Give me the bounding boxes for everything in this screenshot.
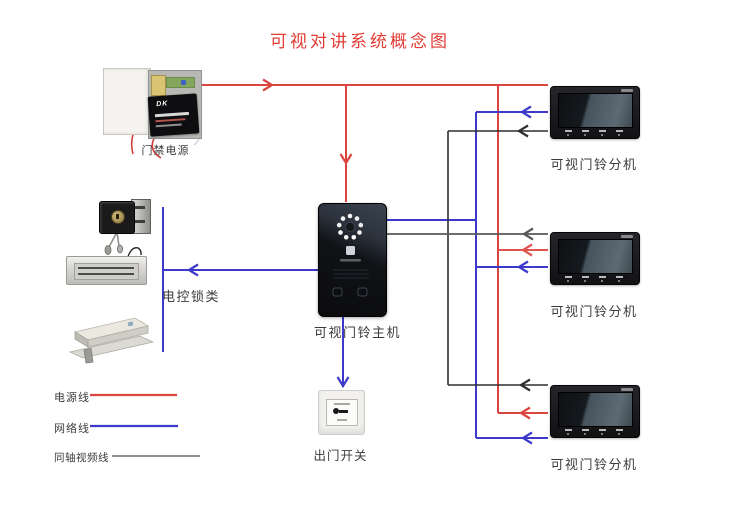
legend-network-label: 网络线 <box>54 423 90 435</box>
door-station-label: 可视门铃主机 <box>313 325 401 340</box>
key-head-icon <box>117 244 124 254</box>
call-button-icon <box>332 287 343 297</box>
rim-lock-strike <box>131 199 151 234</box>
power-supply-out-arrow-icon <box>262 78 275 92</box>
monitor-logo-icon <box>621 235 633 238</box>
rim-lock <box>99 201 135 234</box>
transformer-icon <box>151 75 166 96</box>
monitor-3 <box>550 385 640 438</box>
monitor-logo-icon <box>621 388 633 391</box>
magnetic-lock-face <box>74 263 139 280</box>
maglock-cable-icon <box>127 247 142 258</box>
battery-label-line <box>155 118 186 123</box>
lock-group-label: 电控锁类 <box>162 289 221 304</box>
door-station-face <box>332 213 369 297</box>
page-title: 可视对讲系统概念图 <box>270 32 450 51</box>
battery-label-line <box>154 111 190 118</box>
monitor-2 <box>550 232 640 285</box>
legend-coax-label: 同轴视频线 <box>54 453 109 464</box>
coax-station-to-monitor-2-arrow-icon <box>521 227 534 241</box>
monitor-screen <box>558 93 633 128</box>
network-to-monitor-2-arrow-icon <box>516 260 529 274</box>
station-logo-text <box>340 259 361 262</box>
exit-button <box>318 390 365 435</box>
keyhole-icon <box>111 210 125 224</box>
key-icon <box>333 408 339 414</box>
coax-to-monitor-3-arrow-icon <box>518 378 531 392</box>
speaker-grille-icon <box>333 269 369 279</box>
power-drop-door-station-arrow-icon <box>339 153 353 166</box>
network-to-monitor-1-arrow-icon <box>519 105 532 119</box>
camera-icon <box>344 221 356 233</box>
monitor-screen <box>558 239 633 274</box>
battery-brand: DK <box>155 100 169 109</box>
legend-power-label: 电源线 <box>54 392 90 404</box>
monitor-logo-icon <box>621 89 633 92</box>
exit-button-plate <box>326 399 358 426</box>
exit-button-label: 出门开关 <box>313 449 368 463</box>
monitor-1 <box>550 86 640 139</box>
network-to-exit-button-arrow-icon <box>336 376 350 389</box>
led-ring-icon <box>336 213 364 240</box>
power-supply-lid <box>103 68 151 135</box>
unlock-button-icon <box>357 287 368 297</box>
network-to-monitor-3-arrow-icon <box>520 431 533 445</box>
key-head-icon <box>104 245 112 255</box>
door-station <box>318 203 387 317</box>
power-supply-label: 门禁电源 <box>141 145 190 157</box>
network-to-locks-arrow-icon <box>186 263 199 277</box>
power-to-monitor-3-arrow-icon <box>518 406 531 420</box>
monitor-2-label: 可视门铃分机 <box>550 304 638 319</box>
station-logo-icon <box>346 246 355 255</box>
magnetic-lock <box>66 256 147 285</box>
psu-led-icon <box>181 80 186 85</box>
monitor-3-label: 可视门铃分机 <box>550 457 638 472</box>
monitor-screen <box>558 392 633 427</box>
battery-label-line <box>155 123 182 128</box>
backup-battery: DK <box>147 93 200 137</box>
coax-to-monitor-1-arrow-icon <box>516 124 529 138</box>
circuit-board-icon <box>166 77 195 88</box>
monitor-1-label: 可视门铃分机 <box>550 157 638 172</box>
key-icon <box>339 410 348 413</box>
bolt-lock <box>68 317 155 364</box>
power-to-monitor-2-arrow-icon <box>520 243 533 257</box>
keys-icon <box>108 231 120 248</box>
